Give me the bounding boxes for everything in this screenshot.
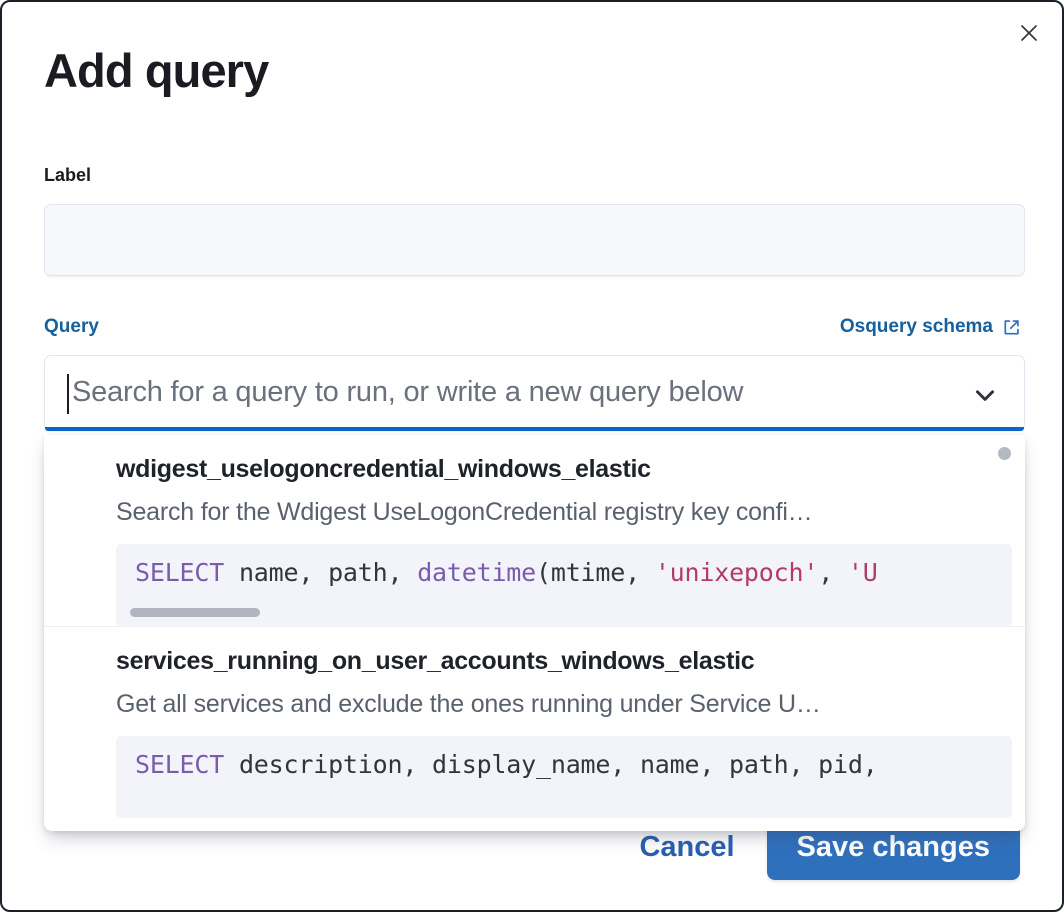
suggestion-code-text: SELECT name, path, datetime(mtime, 'unix…: [135, 558, 878, 587]
query-suggestions-dropdown: wdigest_uselogoncredential_windows_elast…: [44, 435, 1025, 831]
suggestion-code-text: SELECT description, display_name, name, …: [135, 750, 878, 779]
cancel-button[interactable]: Cancel: [629, 825, 744, 870]
query-combobox[interactable]: Search for a query to run, or write a ne…: [44, 355, 1025, 431]
list-item[interactable]: services_running_on_user_accounts_window…: [44, 626, 1025, 818]
osquery-schema-link-label: Osquery schema: [839, 316, 993, 337]
query-combobox-placeholder: Search for a query to run, or write a ne…: [72, 376, 744, 408]
code-horizontal-scrollbar[interactable]: [130, 608, 260, 617]
list-item[interactable]: wdigest_uselogoncredential_windows_elast…: [44, 435, 1025, 626]
suggestion-title: wdigest_uselogoncredential_windows_elast…: [116, 455, 651, 483]
text-caret: [67, 374, 69, 414]
suggestion-description: Get all services and exclude the ones ru…: [116, 690, 821, 718]
dropdown-scrollbar[interactable]: [998, 447, 1011, 460]
close-icon[interactable]: [1010, 14, 1048, 52]
osquery-schema-link[interactable]: Osquery schema: [840, 316, 1021, 338]
page-title: Add query: [44, 44, 269, 97]
query-field-label: Query: [44, 316, 99, 337]
external-link-icon: [1002, 318, 1021, 337]
suggestion-code-block: SELECT description, display_name, name, …: [116, 736, 1012, 818]
label-input[interactable]: [44, 204, 1025, 276]
label-field-label: Label: [44, 165, 92, 185]
suggestion-code-block: SELECT name, path, datetime(mtime, 'unix…: [116, 544, 1012, 626]
chevron-down-icon[interactable]: [970, 380, 1000, 410]
suggestion-description: Search for the Wdigest UseLogonCredentia…: [116, 498, 813, 526]
suggestion-title: services_running_on_user_accounts_window…: [116, 647, 755, 675]
